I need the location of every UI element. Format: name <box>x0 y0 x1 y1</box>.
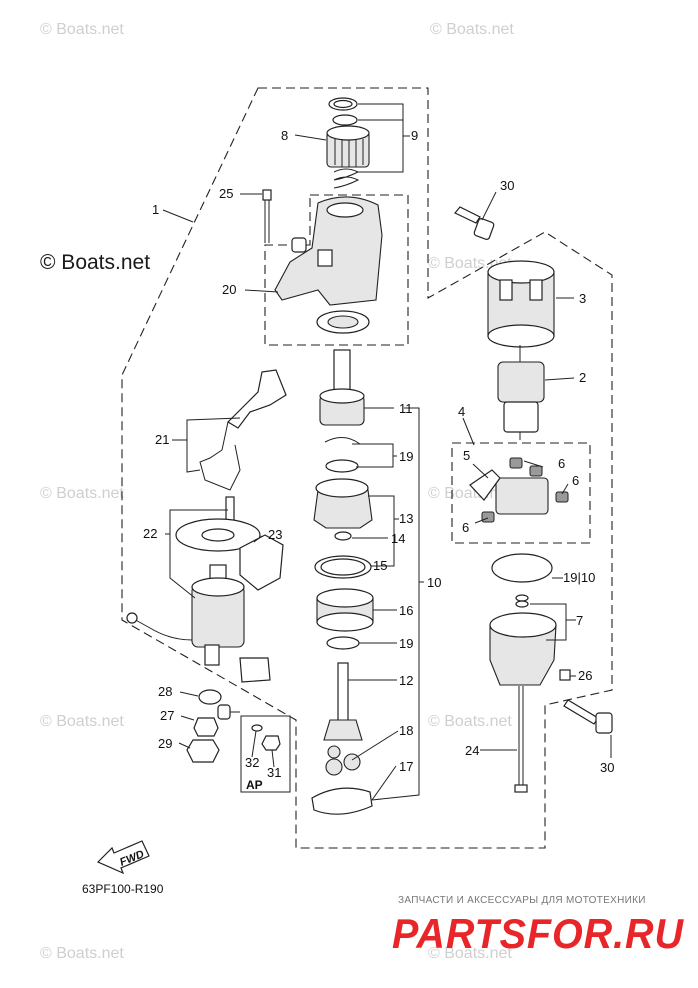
spring-part <box>333 168 360 189</box>
nut-part <box>193 717 219 737</box>
grommet-part <box>198 689 222 705</box>
ap-box <box>240 715 291 793</box>
planet-gear-part <box>325 758 343 776</box>
nut-part <box>186 739 220 763</box>
callout-6: 6 <box>558 456 565 471</box>
callout-19: 19 <box>399 449 413 464</box>
callout-17: 17 <box>399 759 413 774</box>
drive-housing-outline <box>264 194 409 346</box>
brush-part <box>481 511 495 523</box>
callout-31: 31 <box>267 765 281 780</box>
plate-part <box>491 553 553 583</box>
assembly-outlines <box>121 87 613 849</box>
callout-29: 29 <box>158 736 172 751</box>
callout-9: 9 <box>411 128 418 143</box>
brush-holder-outline <box>451 442 591 544</box>
callout-2: 2 <box>579 370 586 385</box>
callout-13: 13 <box>399 511 413 526</box>
starter-assembly-outline <box>121 87 613 849</box>
callout-10: 10 <box>427 575 441 590</box>
ring-part <box>332 114 358 126</box>
callout-12: 12 <box>399 673 413 688</box>
callout-6: 6 <box>462 520 469 535</box>
callout-5: 5 <box>463 448 470 463</box>
callout-30: 30 <box>500 178 514 193</box>
callout-24: 24 <box>465 743 479 758</box>
callout-18: 18 <box>399 723 413 738</box>
bolt-part <box>454 206 481 224</box>
callout-3: 3 <box>579 291 586 306</box>
forward-arrow-icon <box>96 840 150 875</box>
callout-14: 14 <box>391 531 405 546</box>
callout-19-10: 19|10 <box>563 570 595 585</box>
watermark-group: © Boats.net © Boats.net © Boats.net © Bo… <box>40 21 514 962</box>
brand-block: ЗАПЧАСТИ И АКСЕССУАРЫ ДЛЯ МОТОТЕХНИКИ PA… <box>392 895 685 957</box>
callout-19: 19 <box>399 636 413 651</box>
brush-holder-part <box>495 477 549 515</box>
planet-shaft-part <box>337 662 349 726</box>
watermark-text: © Boats.net <box>428 713 512 730</box>
callout-1: 1 <box>152 202 159 217</box>
fwd-arrow: FWD <box>96 840 150 875</box>
shift-lever-part <box>227 369 287 429</box>
callout-21: 21 <box>155 432 169 447</box>
watermark-text: © Boats.net <box>430 21 514 38</box>
callout-16: 16 <box>399 603 413 618</box>
clip-part <box>324 437 361 445</box>
callout-15: 15 <box>373 558 387 573</box>
callout-25: 25 <box>219 186 233 201</box>
brush-part <box>529 465 543 477</box>
plate-part <box>311 787 373 815</box>
callout-27: 27 <box>160 708 174 723</box>
bushing-part <box>334 531 352 541</box>
washer-part <box>251 724 263 732</box>
watermark-text: © Boats.net <box>428 945 512 962</box>
ap-label: AP <box>246 778 263 792</box>
watermark-main: © Boats.net <box>40 251 150 274</box>
callout-4: 4 <box>458 404 465 419</box>
callout-numbers: 1 2 3 4 5 6 6 6 7 8 9 10 19|10 11 12 13 … <box>143 128 614 792</box>
watermark-text: © Boats.net <box>40 713 124 730</box>
washer-part <box>326 636 360 650</box>
nut-part <box>261 735 281 751</box>
bolt-head-part <box>262 189 272 201</box>
callout-30: 30 <box>600 760 614 775</box>
ring-part <box>333 99 353 109</box>
callout-23: 23 <box>268 527 282 542</box>
watermark-text: © Boats.net <box>40 485 124 502</box>
brush-part <box>509 457 523 469</box>
planet-gear-part <box>327 745 341 759</box>
armature-part <box>497 361 545 403</box>
callout-20: 20 <box>222 282 236 297</box>
boot-part <box>239 534 284 591</box>
callout-28: 28 <box>158 684 172 699</box>
watermark-text: © Boats.net <box>40 945 124 962</box>
callout-32: 32 <box>245 755 259 770</box>
leader-lines <box>162 103 612 801</box>
brand-tagline: ЗАПЧАСТИ И АКСЕССУАРЫ ДЛЯ МОТОТЕХНИКИ <box>398 895 646 906</box>
cap-part <box>239 657 271 683</box>
pinion-gear-top <box>326 125 370 141</box>
callout-8: 8 <box>281 128 288 143</box>
washer-part <box>325 459 359 473</box>
housing-bore <box>326 202 364 218</box>
diagram-code: 63PF100-R190 <box>82 882 164 896</box>
brush-part <box>555 491 569 503</box>
callout-26: 26 <box>578 668 592 683</box>
watermark-text: © Boats.net <box>40 21 124 38</box>
brand-logo-text: PARTSFOR.RU <box>392 910 685 957</box>
callout-7: 7 <box>576 613 583 628</box>
callout-6: 6 <box>572 473 579 488</box>
parts-group <box>126 97 613 815</box>
callout-11: 11 <box>399 401 413 416</box>
callout-22: 22 <box>143 526 157 541</box>
solenoid-bolt-part <box>225 496 235 522</box>
